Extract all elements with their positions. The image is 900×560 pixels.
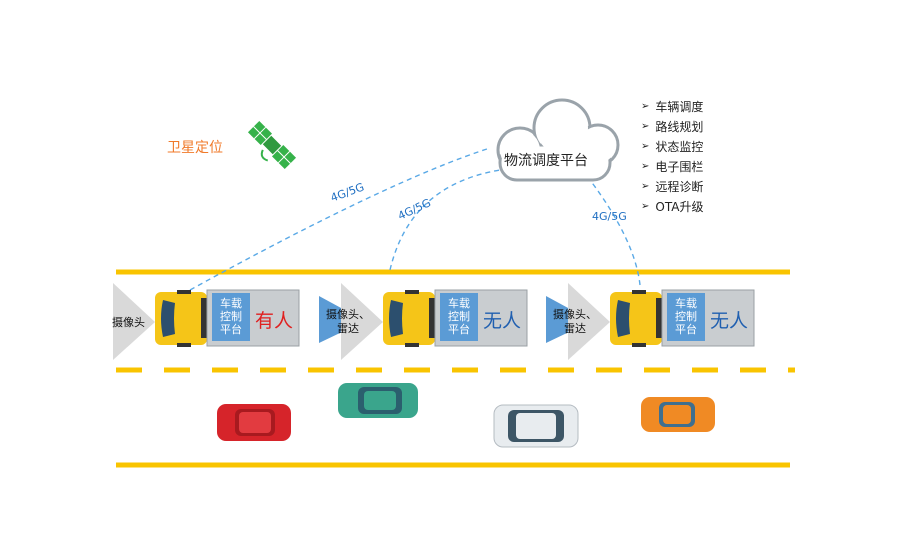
list-item: ➢电子围栏 xyxy=(641,157,703,177)
arrow-icon: ➢ xyxy=(641,181,650,192)
link-truck2 xyxy=(389,169,501,271)
control-platform-label: 车载控制平台 xyxy=(675,297,697,336)
list-item: ➢状态监控 xyxy=(641,137,703,157)
truck-unmanned-2 xyxy=(546,283,755,360)
list-item: ➢OTA升级 xyxy=(641,197,703,217)
control-box xyxy=(212,293,250,341)
teal-car xyxy=(338,383,418,418)
control-box xyxy=(440,293,478,341)
mode-label: 无人 xyxy=(483,310,522,332)
cloud-icon xyxy=(496,98,620,182)
arrow-icon: ➢ xyxy=(641,101,650,112)
sensor-label: 摄像头、雷达 xyxy=(553,308,597,335)
sensor-label: 摄像头、雷达 xyxy=(326,308,370,335)
list-item: ➢车辆调度 xyxy=(641,97,703,117)
control-platform-label: 车载控制平台 xyxy=(448,297,470,336)
mode-label: 无人 xyxy=(710,310,749,332)
feature-list: ➢车辆调度 ➢路线规划 ➢状态监控 ➢电子围栏 ➢远程诊断 ➢OTA升级 xyxy=(641,97,703,217)
satellite-icon xyxy=(247,120,297,170)
list-item: ➢路线规划 xyxy=(641,117,703,137)
satellite-label: 卫星定位 xyxy=(167,140,223,156)
arrow-icon: ➢ xyxy=(641,161,650,172)
truck-unmanned-1 xyxy=(319,283,528,360)
link-truck3 xyxy=(589,179,641,286)
mode-label: 有人 xyxy=(255,310,294,332)
control-platform-label: 车载控制平台 xyxy=(220,297,242,336)
network-label-3: 4G/5G xyxy=(592,210,627,223)
red-car xyxy=(217,404,291,441)
orange-car xyxy=(641,397,715,432)
arrow-icon: ➢ xyxy=(641,201,650,212)
arrow-icon: ➢ xyxy=(641,141,650,152)
sensor-beam xyxy=(341,283,383,360)
link-truck1 xyxy=(189,147,491,291)
sensor-beam xyxy=(568,283,610,360)
platform-label: 物流调度平台 xyxy=(504,153,588,169)
sensor-beam xyxy=(113,283,155,360)
sensor-label: 摄像头 xyxy=(112,316,145,329)
control-box xyxy=(667,293,705,341)
list-item: ➢远程诊断 xyxy=(641,177,703,197)
white-car xyxy=(493,404,579,448)
truck-manned xyxy=(113,283,300,360)
arrow-icon: ➢ xyxy=(641,121,650,132)
